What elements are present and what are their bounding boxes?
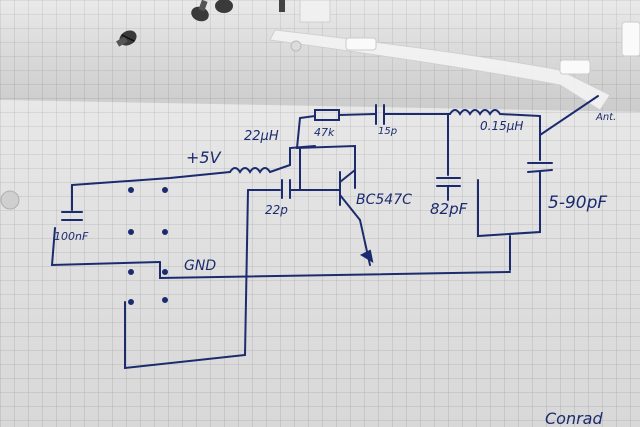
label-signature: Conrad [545,409,603,427]
label-inductor1: 22µH [244,129,279,144]
label-antenna: Ant. [595,112,616,123]
label-cap-left: 100nF [54,230,89,243]
schematic-drawing [50,95,599,370]
label-gnd: GND [184,258,216,274]
upper-paper-sheet [0,0,640,120]
plastic-frame [269,0,640,111]
label-trimmer: 5-90pF [548,193,607,213]
label-inductor2: 0.15µH [480,119,523,133]
label-plus5v: +5V [186,148,222,167]
schematic-labels: +5V 22µH 47k 15p 0.15µH Ant. BC547C 22p … [54,112,616,427]
label-cap-mid: 22p [265,203,288,217]
main-paper-sheet [0,100,640,427]
screw-icon [116,0,285,47]
label-cap-top: 15p [378,126,397,137]
label-cap-82: 82pF [430,200,468,218]
label-resistor: 47k [314,126,335,139]
label-transistor: BC547C [356,192,412,208]
